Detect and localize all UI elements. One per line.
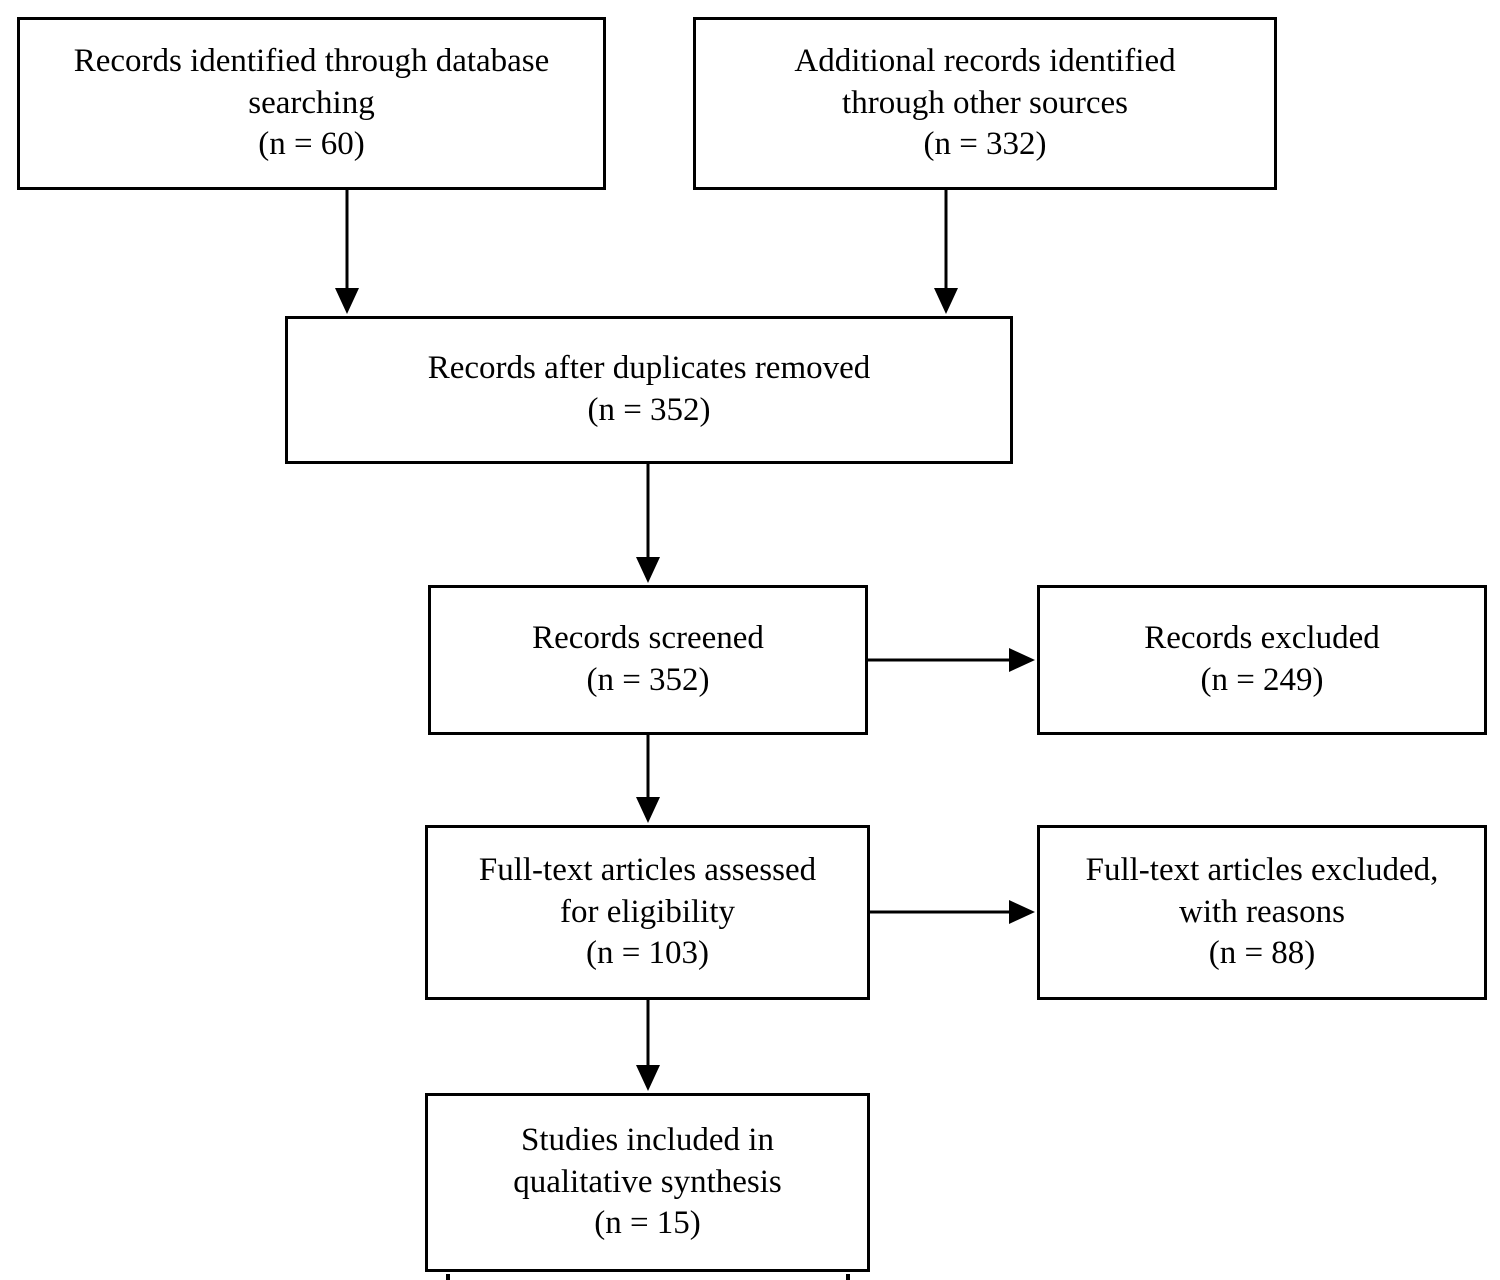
arrow-fulltext-to-included <box>628 1000 668 1091</box>
full-text-articles-assessed: Full-text articles assessed for eligibil… <box>425 825 870 1000</box>
studies-included-qualitative-synthesis-label: Studies included in qualitative synthesi… <box>513 1122 782 1242</box>
records-after-duplicates-removed-label: Records after duplicates removed (n = 35… <box>427 350 871 428</box>
records-excluded-label: Records excluded (n = 249) <box>1144 620 1380 698</box>
records-identified-other-sources-label: Additional records identified through ot… <box>794 43 1176 163</box>
records-after-duplicates-removed: Records after duplicates removed (n = 35… <box>285 316 1013 464</box>
partial-connector-left <box>446 1274 450 1280</box>
arrow-fulltext-to-fulltext-excluded <box>870 892 1035 932</box>
arrow-database-to-duplicates <box>327 190 367 314</box>
studies-included-qualitative-synthesis: Studies included in qualitative synthesi… <box>425 1093 870 1272</box>
records-identified-other-sources: Additional records identified through ot… <box>693 17 1277 190</box>
full-text-articles-excluded: Full-text articles excluded, with reason… <box>1037 825 1487 1000</box>
partial-connector-right <box>846 1274 850 1280</box>
records-identified-database: Records identified through database sear… <box>17 17 606 190</box>
records-screened-label: Records screened (n = 352) <box>532 620 764 698</box>
full-text-articles-excluded-label: Full-text articles excluded, with reason… <box>1085 852 1439 972</box>
arrow-screened-to-excluded <box>868 640 1035 680</box>
arrow-other-to-duplicates <box>926 190 966 314</box>
records-screened: Records screened (n = 352) <box>428 585 868 735</box>
records-identified-database-label: Records identified through database sear… <box>73 43 550 163</box>
records-excluded: Records excluded (n = 249) <box>1037 585 1487 735</box>
arrow-screened-to-fulltext <box>628 735 668 823</box>
arrow-duplicates-to-screened <box>628 464 668 583</box>
full-text-articles-assessed-label: Full-text articles assessed for eligibil… <box>478 852 817 972</box>
